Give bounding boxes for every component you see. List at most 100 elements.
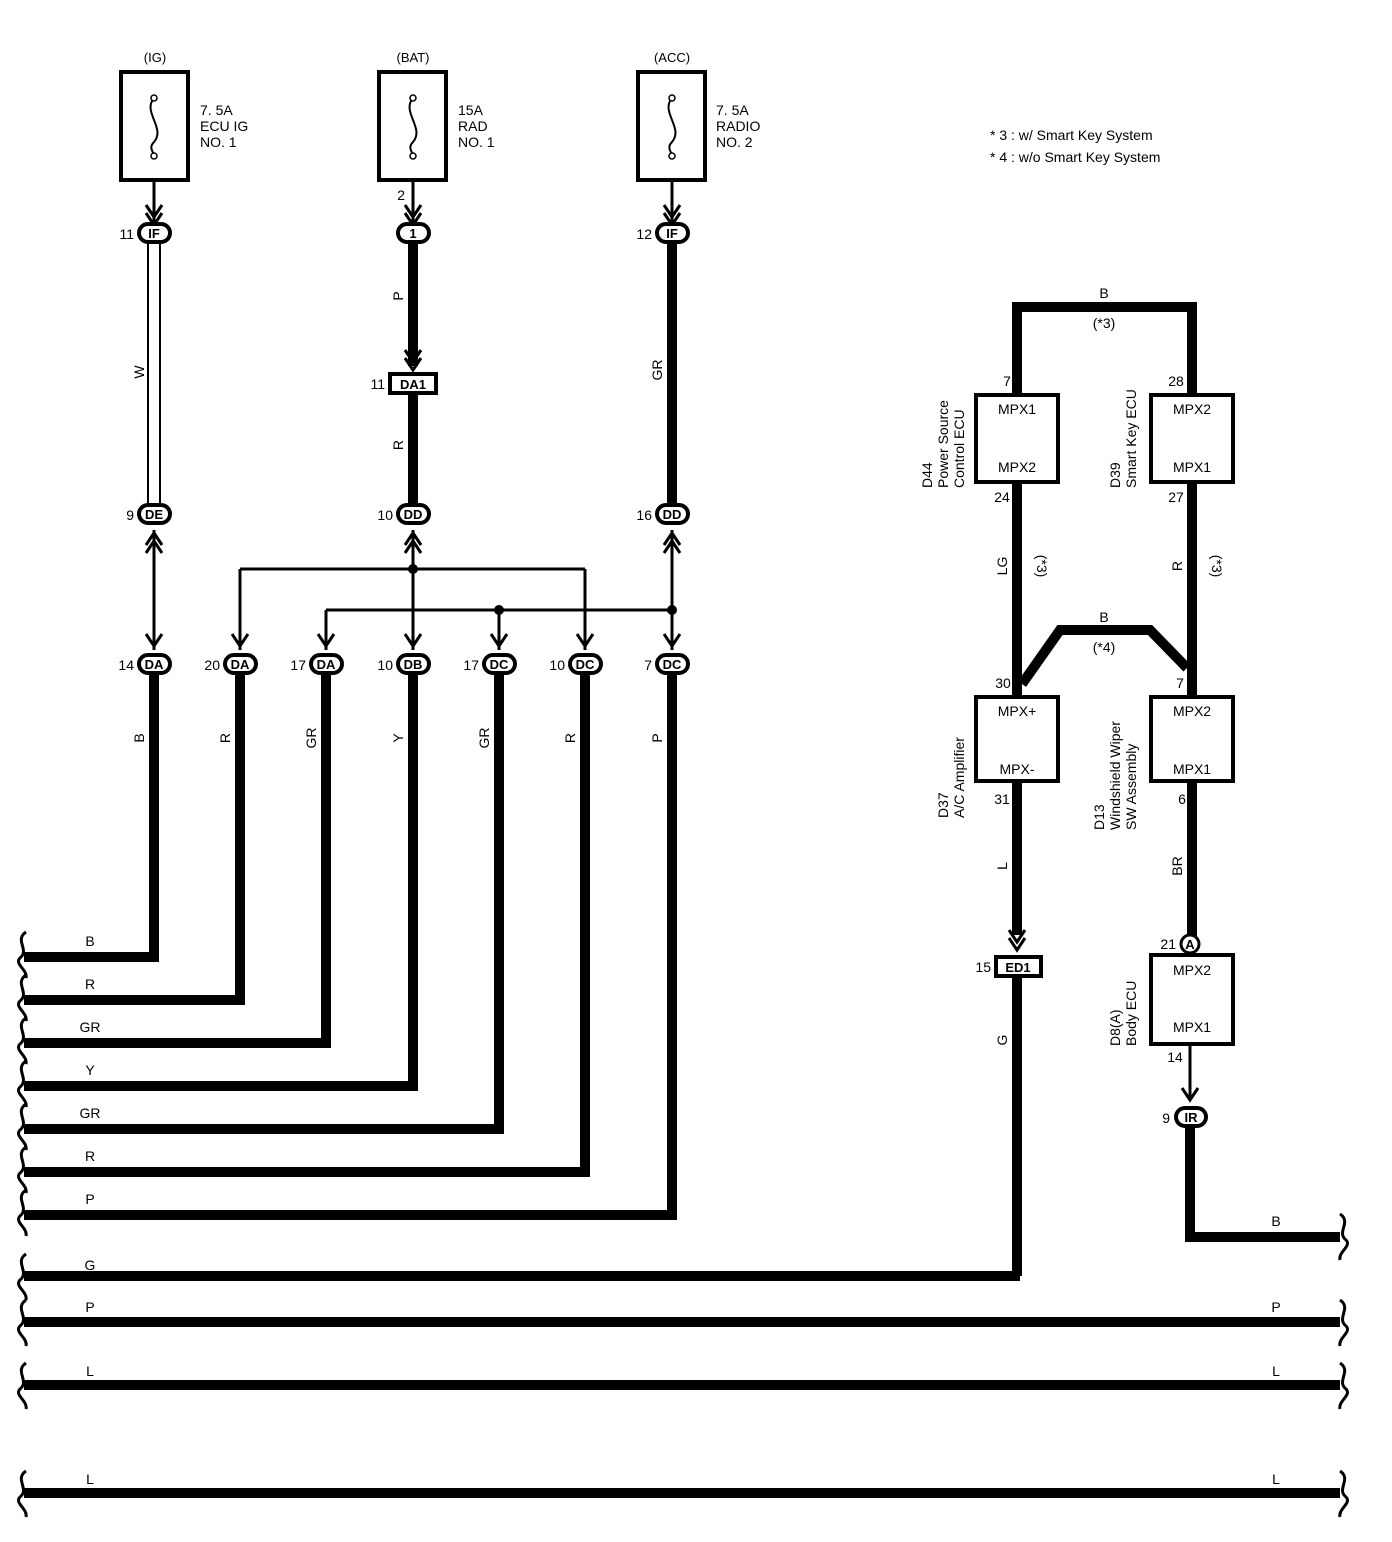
svg-text:DA: DA [145,657,164,672]
bus-label: GR [80,1105,101,1121]
svg-text:D39: D39 [1107,462,1123,488]
svg-text:DA: DA [231,657,250,672]
svg-text:DA: DA [317,657,336,672]
svg-text:14: 14 [118,657,134,673]
svg-text:17: 17 [290,657,306,673]
connector-1: 1 2 [396,187,431,244]
svg-text:10: 10 [549,657,565,673]
svg-text:MPX2: MPX2 [1173,401,1211,417]
bus-label: P [85,1299,94,1315]
svg-text:Windshield Wiper: Windshield Wiper [1107,721,1123,830]
bus-label-right: B [1271,1213,1280,1229]
connector-ed1: ED1 15 [975,955,1043,978]
bus-label: R [85,976,95,992]
connector-dd-10: DD 10 [377,503,431,525]
svg-text:A: A [1185,937,1195,952]
svg-text:11: 11 [119,226,134,242]
svg-text:DB: DB [404,657,423,672]
ecu-d37: MPX+ MPX- 30 31 D37 A/C Amplifier [935,675,1060,818]
fuse-name: ECU IG [200,118,248,134]
svg-text:2: 2 [397,187,405,203]
wire-color-p: P [390,291,406,300]
note-ref: (*4) [1093,639,1116,655]
ecu-d8a: MPX2 MPX1 14 D8(A) Body ECU [1107,953,1235,1065]
svg-text:DE: DE [145,507,163,522]
svg-text:MPX1: MPX1 [1173,761,1211,777]
svg-text:D13: D13 [1091,804,1107,830]
fuse-rating: 7. 5A [716,102,749,118]
wire-color-w: W [131,365,147,379]
bus-label-right: L [1272,1471,1280,1487]
lower-connector-da-17: DA 17 GR [290,653,344,749]
svg-text:16: 16 [636,507,652,523]
svg-text:Smart Key ECU: Smart Key ECU [1123,389,1139,488]
note-ref: (*3) [1209,555,1225,578]
svg-text:10: 10 [377,507,393,523]
wire-color-g: G [994,1035,1010,1046]
svg-text:MPX2: MPX2 [1173,962,1211,978]
wire-color-b-top: B [1099,285,1108,301]
svg-text:IF: IF [148,226,160,241]
svg-text:MPX1: MPX1 [1173,1019,1211,1035]
connector-if-12: IF 12 [636,222,690,244]
bus-label-right: L [1272,1363,1280,1379]
wire-color-lg: LG [994,557,1010,576]
svg-text:6: 6 [1178,791,1186,807]
svg-text:10: 10 [377,657,393,673]
svg-text:7: 7 [1176,675,1184,691]
svg-text:DA1: DA1 [400,377,426,392]
svg-text:P: P [649,733,665,742]
svg-text:Control ECU: Control ECU [951,409,967,488]
svg-text:MPX2: MPX2 [998,459,1036,475]
wire-color-r: R [390,440,406,450]
svg-text:9: 9 [126,507,134,523]
lower-connector-dc-10: DC 10 R [549,653,603,743]
fuse-number: NO. 1 [458,134,495,150]
note-3: * 3 : w/ Smart Key System [990,127,1153,143]
fuse-number: NO. 1 [200,134,237,150]
bus-label: P [85,1191,94,1207]
fuse-ig: (IG) 7. 5A ECU IG NO. 1 [119,50,248,182]
svg-text:1: 1 [409,226,416,241]
connector-a: A 21 [1160,933,1201,955]
svg-text:GR: GR [476,728,492,749]
bus-label: R [85,1148,95,1164]
bus-label: L [86,1363,94,1379]
svg-text:B: B [131,733,147,742]
lower-connector-da-20: DA 20 R [204,653,258,743]
lower-connector-dc-7: DC 7 P [644,653,690,743]
svg-text:DC: DC [663,657,682,672]
fuse-name: RAD [458,118,488,134]
fuse-source-label: (ACC) [654,50,690,65]
svg-text:MPX2: MPX2 [1173,703,1211,719]
svg-text:30: 30 [995,675,1011,691]
svg-text:ED1: ED1 [1005,960,1030,975]
svg-text:Power Source: Power Source [935,400,951,488]
connector-de: DE 9 [126,503,172,525]
svg-text:SW Assembly: SW Assembly [1123,744,1139,830]
connector-ir: IR 9 [1162,1106,1208,1128]
lower-connector-db-10: DB 10 Y [377,653,431,743]
svg-text:R: R [217,733,233,743]
fuse-rating: 7. 5A [200,102,233,118]
connector-if-11: IF 11 [119,222,172,244]
bus-label: L [86,1471,94,1487]
fuse-bat: (BAT) 15A RAD NO. 1 [377,50,495,182]
svg-text:GR: GR [303,728,319,749]
lower-connector-da-14: DA 14 B [118,653,172,743]
ecu-d13: MPX2 MPX1 7 6 D13 Windshield Wiper SW As… [1091,675,1235,830]
svg-text:D8(A): D8(A) [1107,1009,1123,1046]
svg-text:A/C Amplifier: A/C Amplifier [951,737,967,818]
svg-text:MPX1: MPX1 [998,401,1036,417]
bus-label: Y [85,1062,95,1078]
svg-text:7: 7 [1003,373,1011,389]
svg-text:R: R [562,733,578,743]
svg-text:11: 11 [370,376,385,392]
wire-color-br: BR [1169,856,1185,875]
svg-text:12: 12 [636,226,652,242]
svg-text:DC: DC [576,657,595,672]
svg-text:MPX1: MPX1 [1173,459,1211,475]
ecu-d39: MPX2 MPX1 28 27 D39 Smart Key ECU [1107,373,1235,505]
svg-text:14: 14 [1167,1049,1183,1065]
